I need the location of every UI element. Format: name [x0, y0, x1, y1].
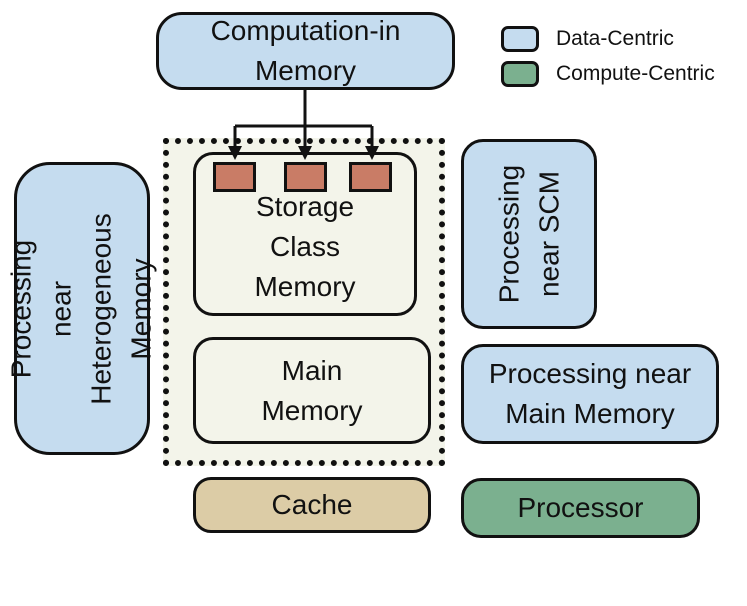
cache-label: Cache [271, 489, 353, 520]
arrowhead-left [228, 146, 242, 160]
processing-near-heterogeneous-memory-box [14, 162, 150, 455]
computation-in-memory-label: Computation-in Memory [210, 15, 401, 86]
processor-label: Processor [517, 492, 644, 523]
legend-label-data-centric: Data-Centric [556, 27, 674, 50]
arrowhead-right [365, 146, 379, 160]
main-memory-box: Main Memory [193, 337, 431, 444]
processing-near-main-memory-box: Processing near Main Memory [461, 344, 719, 444]
memory-cell-3 [349, 162, 392, 192]
processing-near-scm-box [461, 139, 597, 329]
cache-box: Cache [193, 477, 431, 533]
legend-swatch-compute-centric [501, 61, 539, 87]
processor-box: Processor [461, 478, 700, 538]
storage-class-memory-label: Storage Class Memory [254, 191, 356, 302]
memory-cell-2 [284, 162, 327, 192]
computation-in-memory-box: Computation-in Memory [156, 12, 455, 90]
legend-swatch-data-centric [501, 26, 539, 52]
legend-label-compute-centric: Compute-Centric [556, 62, 715, 85]
arrowhead-middle [298, 146, 312, 160]
processing-near-main-memory-label: Processing near Main Memory [488, 358, 692, 429]
memory-cell-1 [213, 162, 256, 192]
main-memory-label: Main Memory [261, 354, 363, 426]
